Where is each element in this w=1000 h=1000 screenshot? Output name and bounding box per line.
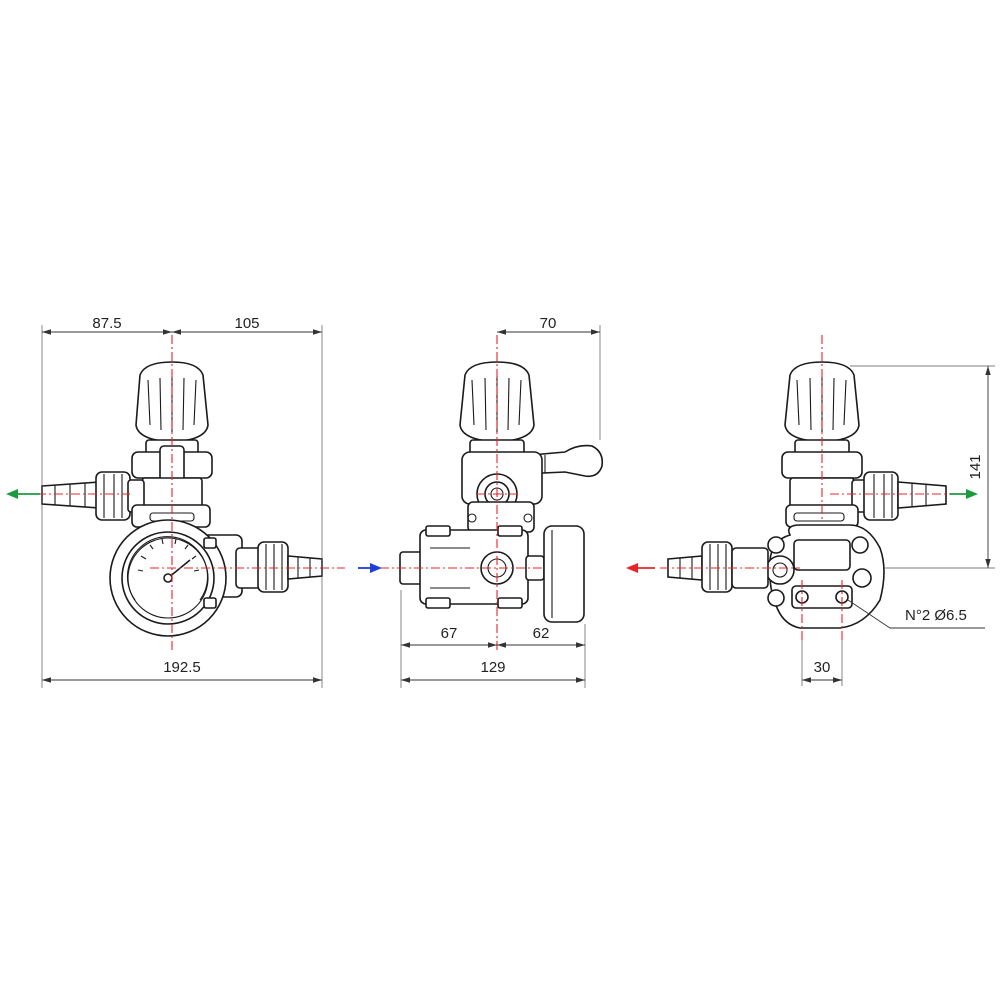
- dim-side-top: 70: [540, 315, 557, 332]
- side-knob: [459, 361, 535, 455]
- front-outlet-fitting: [41, 471, 145, 521]
- rear-inlet-fitting: [667, 541, 769, 593]
- dim-side-left: 67: [441, 625, 458, 642]
- front-outlet-flow-arrow: [6, 489, 18, 499]
- dim-front-total: 192.5: [163, 659, 201, 676]
- front-pressure-gauge: [109, 519, 227, 637]
- flow-arrows: [6, 489, 978, 573]
- dim-rear-holes-note: N°2 Ø6.5: [905, 607, 967, 624]
- rear-outlet-flow-arrow: [966, 489, 978, 499]
- rear-return-flow-arrow: [626, 563, 638, 573]
- rear-outlet-fitting: [851, 471, 947, 521]
- dim-side-total: 129: [480, 659, 505, 676]
- side-pump-block: [399, 525, 529, 609]
- rear-mounting-flange: [765, 524, 885, 629]
- front-view: [20, 335, 345, 650]
- dim-rear-hole-spacing: 30: [814, 659, 831, 676]
- side-view: [380, 335, 604, 650]
- dimension-lines: [41, 325, 995, 688]
- dim-rear-height: 141: [967, 454, 984, 479]
- dim-front-left: 87.5: [92, 315, 121, 332]
- rear-knob: [784, 361, 860, 455]
- rear-view: [660, 335, 950, 640]
- dim-front-right: 105: [234, 315, 259, 332]
- front-inlet-fitting: [235, 541, 323, 593]
- side-inlet-flow-arrow: [370, 563, 382, 573]
- dim-side-right: 62: [533, 625, 550, 642]
- side-pressure-gauge: [525, 525, 585, 623]
